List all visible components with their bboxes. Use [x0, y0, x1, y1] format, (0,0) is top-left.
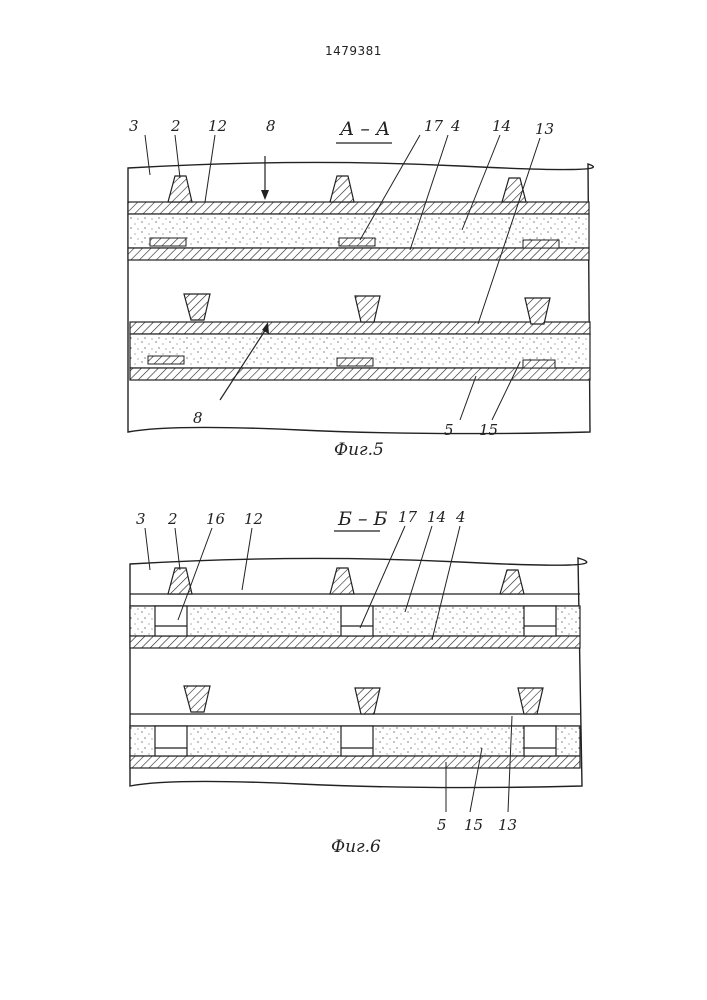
fig5-label-4: 4: [450, 117, 461, 135]
patent-number: 1479381: [325, 44, 382, 58]
fig5-stud-inverted: [184, 294, 210, 320]
fig6-label-12: 12: [244, 510, 263, 528]
fig5-caption: Фиг.5: [334, 440, 384, 460]
fig6-stud-inverted: [355, 688, 380, 714]
fig6-label-13: 13: [498, 816, 517, 834]
arrowhead-icon: [261, 190, 269, 200]
fig5-plate-4: [128, 248, 589, 260]
fig6-leaders: [145, 526, 512, 812]
fig5-label-8-bottom: 8: [193, 409, 203, 427]
fig5-label-13: 13: [535, 120, 554, 138]
fig5-stud-2: [168, 176, 192, 202]
fig5-pad: [523, 360, 555, 368]
fig6-label-4: 4: [455, 508, 466, 526]
fig6-stud-inverted: [184, 686, 210, 712]
fig6-stud: [330, 568, 354, 594]
fig5-stud-inverted: [355, 296, 380, 322]
fig6-label-3: 3: [136, 510, 146, 528]
fig5-label-14: 14: [492, 117, 511, 135]
fig5-plate-5: [130, 368, 590, 380]
fig6-stud: [500, 570, 524, 594]
figure-6: 3 2 16 12 17 14 4 5 15 13 Б – Б Фиг.6: [130, 508, 587, 857]
fig5-plate-13: [130, 322, 590, 334]
fig5-label-17: 17: [424, 117, 444, 135]
fig6-label-15: 15: [464, 816, 483, 834]
fig5-pad: [337, 358, 373, 366]
fig5-label-8-top: 8: [266, 117, 276, 135]
fig5-label-5: 5: [444, 421, 454, 439]
fig6-plate-5: [130, 756, 580, 768]
figure-5: 3 2 12 8 17 4 14 13 8 5 15 А – А Фиг.5: [128, 117, 593, 460]
fig6-caption: Фиг.6: [331, 837, 381, 857]
fig5-plate-12: [128, 202, 589, 214]
fig6-label-14: 14: [427, 508, 446, 526]
fig6-label-16: 16: [206, 510, 226, 528]
fig6-section-title: Б – Б: [337, 508, 388, 530]
fig5-label-15: 15: [479, 421, 498, 439]
fig5-section-title: А – А: [338, 118, 390, 140]
fig5-label-3: 3: [129, 117, 139, 135]
fig6-stud-2: [168, 568, 192, 594]
fig5-pad-17: [523, 240, 559, 248]
fig6-label-5: 5: [437, 816, 447, 834]
fig5-stud-inverted: [525, 298, 550, 324]
fig6-label-2: 2: [167, 510, 178, 528]
fig5-pad-17: [339, 238, 375, 246]
fig6-plate-4: [130, 636, 580, 648]
fig6-stud-inverted: [518, 688, 543, 714]
fig5-label-2: 2: [170, 117, 181, 135]
fig6-label-17: 17: [398, 508, 418, 526]
fig5-pad-17: [150, 238, 186, 246]
fig5-label-12: 12: [208, 117, 227, 135]
fig5-pad: [148, 356, 184, 364]
fig5-stud: [330, 176, 354, 202]
